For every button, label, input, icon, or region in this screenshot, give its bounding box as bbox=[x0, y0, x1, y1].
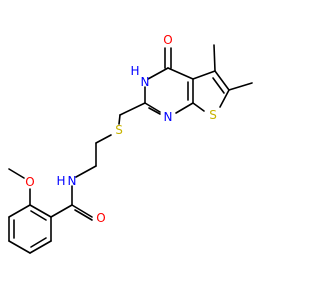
bond-c5-c6 bbox=[214, 70, 230, 91]
bond-n1-c7a bbox=[175, 102, 194, 114]
bond-c2-n1 bbox=[144, 102, 161, 113]
atom-o-carbonyl: O bbox=[163, 33, 172, 47]
chemical-structure-diagram: O N H N S S O N H O bbox=[8, 33, 253, 254]
bond-ometh-ch3 bbox=[8, 168, 25, 179]
bond-ar5-ar6 bbox=[8, 204, 31, 218]
bond-c2-ch2 bbox=[119, 102, 146, 116]
atom-o-amide: O bbox=[96, 211, 105, 225]
atom-s-thiophene: S bbox=[209, 108, 217, 122]
bond-ar6-ar1-inner bbox=[30, 210, 47, 221]
bond-ch2c-n bbox=[75, 165, 97, 178]
bond-ar3-ar4 bbox=[8, 240, 31, 254]
bond-c5-c6-double bbox=[212, 77, 225, 94]
atom-n3: N bbox=[141, 75, 150, 89]
bond-layer bbox=[8, 44, 253, 254]
bond-ar6-ar1 bbox=[29, 204, 52, 218]
bond-ar2-ar3-inner bbox=[30, 237, 47, 248]
bond-s7-c7a bbox=[192, 102, 205, 112]
bond-c2-n1-double bbox=[148, 107, 161, 115]
bond-c6-s7 bbox=[219, 89, 230, 108]
bond-amidec-o-double bbox=[74, 209, 93, 221]
bond-ar2-ar3 bbox=[29, 240, 52, 254]
atom-label-layer: O N H N S S O N H O bbox=[25, 33, 217, 225]
bond-c4-n3 bbox=[147, 67, 169, 80]
atom-h-n3: H bbox=[130, 64, 139, 78]
bond-amidec-aryl bbox=[50, 204, 73, 218]
bond-c4a-c4 bbox=[167, 67, 194, 80]
bond-c4a-c5 bbox=[192, 70, 216, 80]
bond-s-ch2b bbox=[95, 134, 112, 144]
atom-n1: N bbox=[164, 110, 173, 124]
bond-amidec-o bbox=[71, 204, 93, 218]
atom-h-amide: H bbox=[56, 174, 65, 188]
bond-c5-methyl bbox=[213, 44, 216, 72]
atom-n-amide: N bbox=[68, 174, 77, 188]
atom-s-thioether: S bbox=[115, 123, 123, 137]
bond-c6-methyl bbox=[228, 82, 253, 91]
atom-o-methoxy: O bbox=[25, 175, 34, 189]
bond-ch2-s bbox=[118, 114, 121, 125]
